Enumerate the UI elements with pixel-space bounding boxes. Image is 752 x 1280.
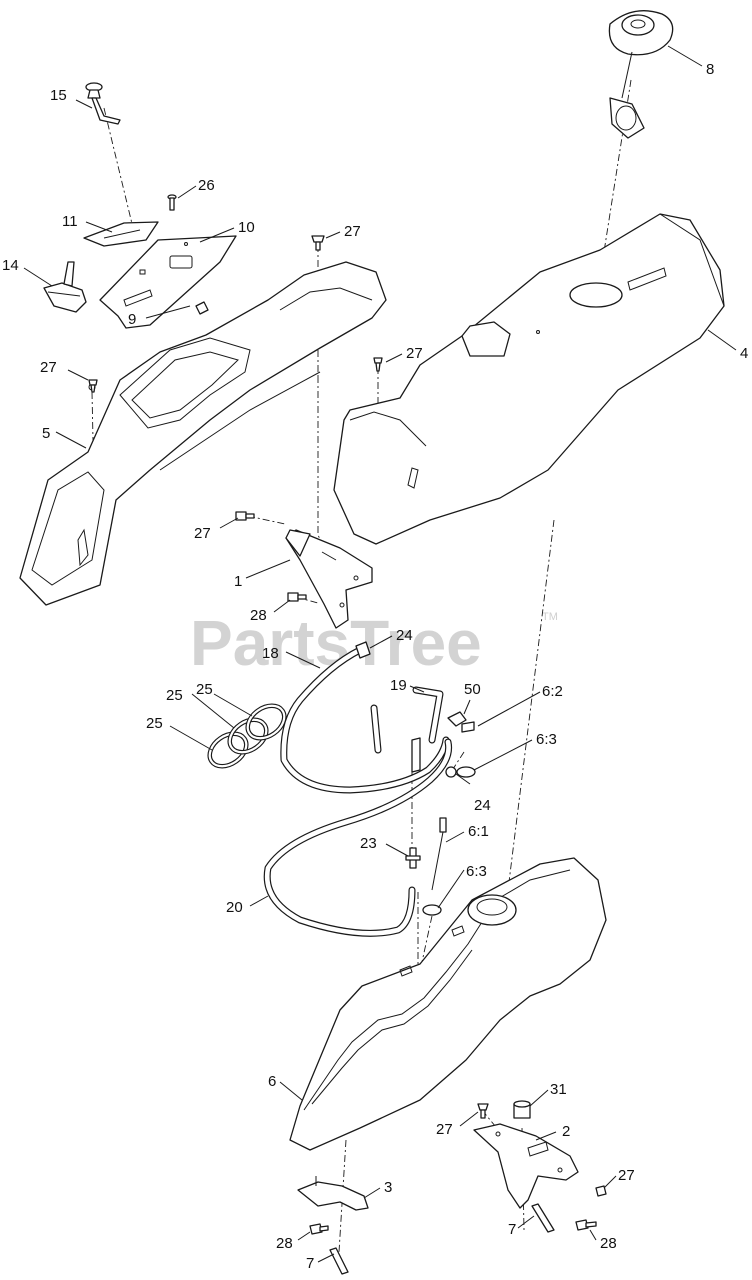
callout-50: 50 bbox=[464, 681, 481, 698]
callout-26: 26 bbox=[198, 177, 215, 194]
callout-15: 15 bbox=[50, 87, 67, 104]
callout-31: 31 bbox=[550, 1081, 567, 1098]
part-8-fuel-cap bbox=[608, 10, 674, 139]
part-31-bumper bbox=[513, 1100, 531, 1119]
part-11-label bbox=[83, 221, 159, 247]
callout-25: 25 bbox=[166, 687, 183, 704]
part-1-bracket bbox=[285, 529, 373, 629]
callout-28: 28 bbox=[600, 1235, 617, 1252]
callout-2: 2 bbox=[562, 1123, 570, 1140]
callout-6-2: 6:2 bbox=[542, 683, 563, 700]
part-9-clip bbox=[195, 301, 209, 315]
callout-24: 24 bbox=[474, 797, 491, 814]
part-3-bracket bbox=[297, 1176, 369, 1211]
callout-7: 7 bbox=[508, 1221, 516, 1238]
callout-24: 24 bbox=[396, 627, 413, 644]
part-19-hose bbox=[411, 686, 444, 773]
hose-short bbox=[370, 704, 382, 754]
callout-27: 27 bbox=[436, 1121, 453, 1138]
callout-1: 1 bbox=[234, 573, 242, 590]
part-20-hose bbox=[263, 738, 453, 937]
callout-14: 14 bbox=[2, 257, 19, 274]
part-15-dipstick bbox=[85, 82, 121, 125]
callout-28: 28 bbox=[276, 1235, 293, 1252]
part-4-tank-cover bbox=[333, 213, 725, 545]
watermark-trademark: TM bbox=[542, 611, 558, 623]
part-2-bracket bbox=[473, 1123, 579, 1209]
callout-4: 4 bbox=[740, 345, 748, 362]
callout-27: 27 bbox=[40, 359, 57, 376]
lower-screws bbox=[309, 1103, 607, 1235]
callout-5: 5 bbox=[42, 425, 50, 442]
leader-lines bbox=[23, 45, 737, 1263]
callout-19: 19 bbox=[390, 677, 407, 694]
part-26-screw bbox=[167, 194, 177, 211]
callout-3: 3 bbox=[384, 1179, 392, 1196]
callout-11: 11 bbox=[62, 213, 78, 230]
callout-6: 6 bbox=[268, 1073, 276, 1090]
callout-9: 9 bbox=[128, 311, 136, 328]
callout-labels: 15 26 11 10 14 9 27 27 27 5 8 4 27 1 28 … bbox=[2, 61, 748, 1272]
callout-18: 18 bbox=[262, 645, 279, 662]
screws bbox=[88, 235, 383, 602]
callout-28: 28 bbox=[250, 607, 267, 624]
callout-7: 7 bbox=[306, 1255, 314, 1272]
fittings bbox=[355, 641, 476, 916]
part-14-lever bbox=[43, 261, 87, 313]
callout-25: 25 bbox=[196, 681, 213, 698]
part-18-hose bbox=[280, 646, 450, 794]
callout-27: 27 bbox=[618, 1167, 635, 1184]
callout-8: 8 bbox=[706, 61, 714, 78]
callout-6-3: 6:3 bbox=[466, 863, 487, 880]
callout-10: 10 bbox=[238, 219, 255, 236]
part-7-rods bbox=[329, 1203, 555, 1275]
callout-6-3: 6:3 bbox=[536, 731, 557, 748]
part-25-clamps bbox=[207, 703, 287, 769]
callout-23: 23 bbox=[360, 835, 377, 852]
callout-27: 27 bbox=[344, 223, 361, 240]
callout-20: 20 bbox=[226, 899, 243, 916]
callout-27: 27 bbox=[406, 345, 423, 362]
callout-27: 27 bbox=[194, 525, 211, 542]
part-10-plate bbox=[99, 235, 237, 329]
callout-25: 25 bbox=[146, 715, 163, 732]
part-6-fuel-tank bbox=[289, 857, 607, 1151]
callout-6-1: 6:1 bbox=[468, 823, 489, 840]
